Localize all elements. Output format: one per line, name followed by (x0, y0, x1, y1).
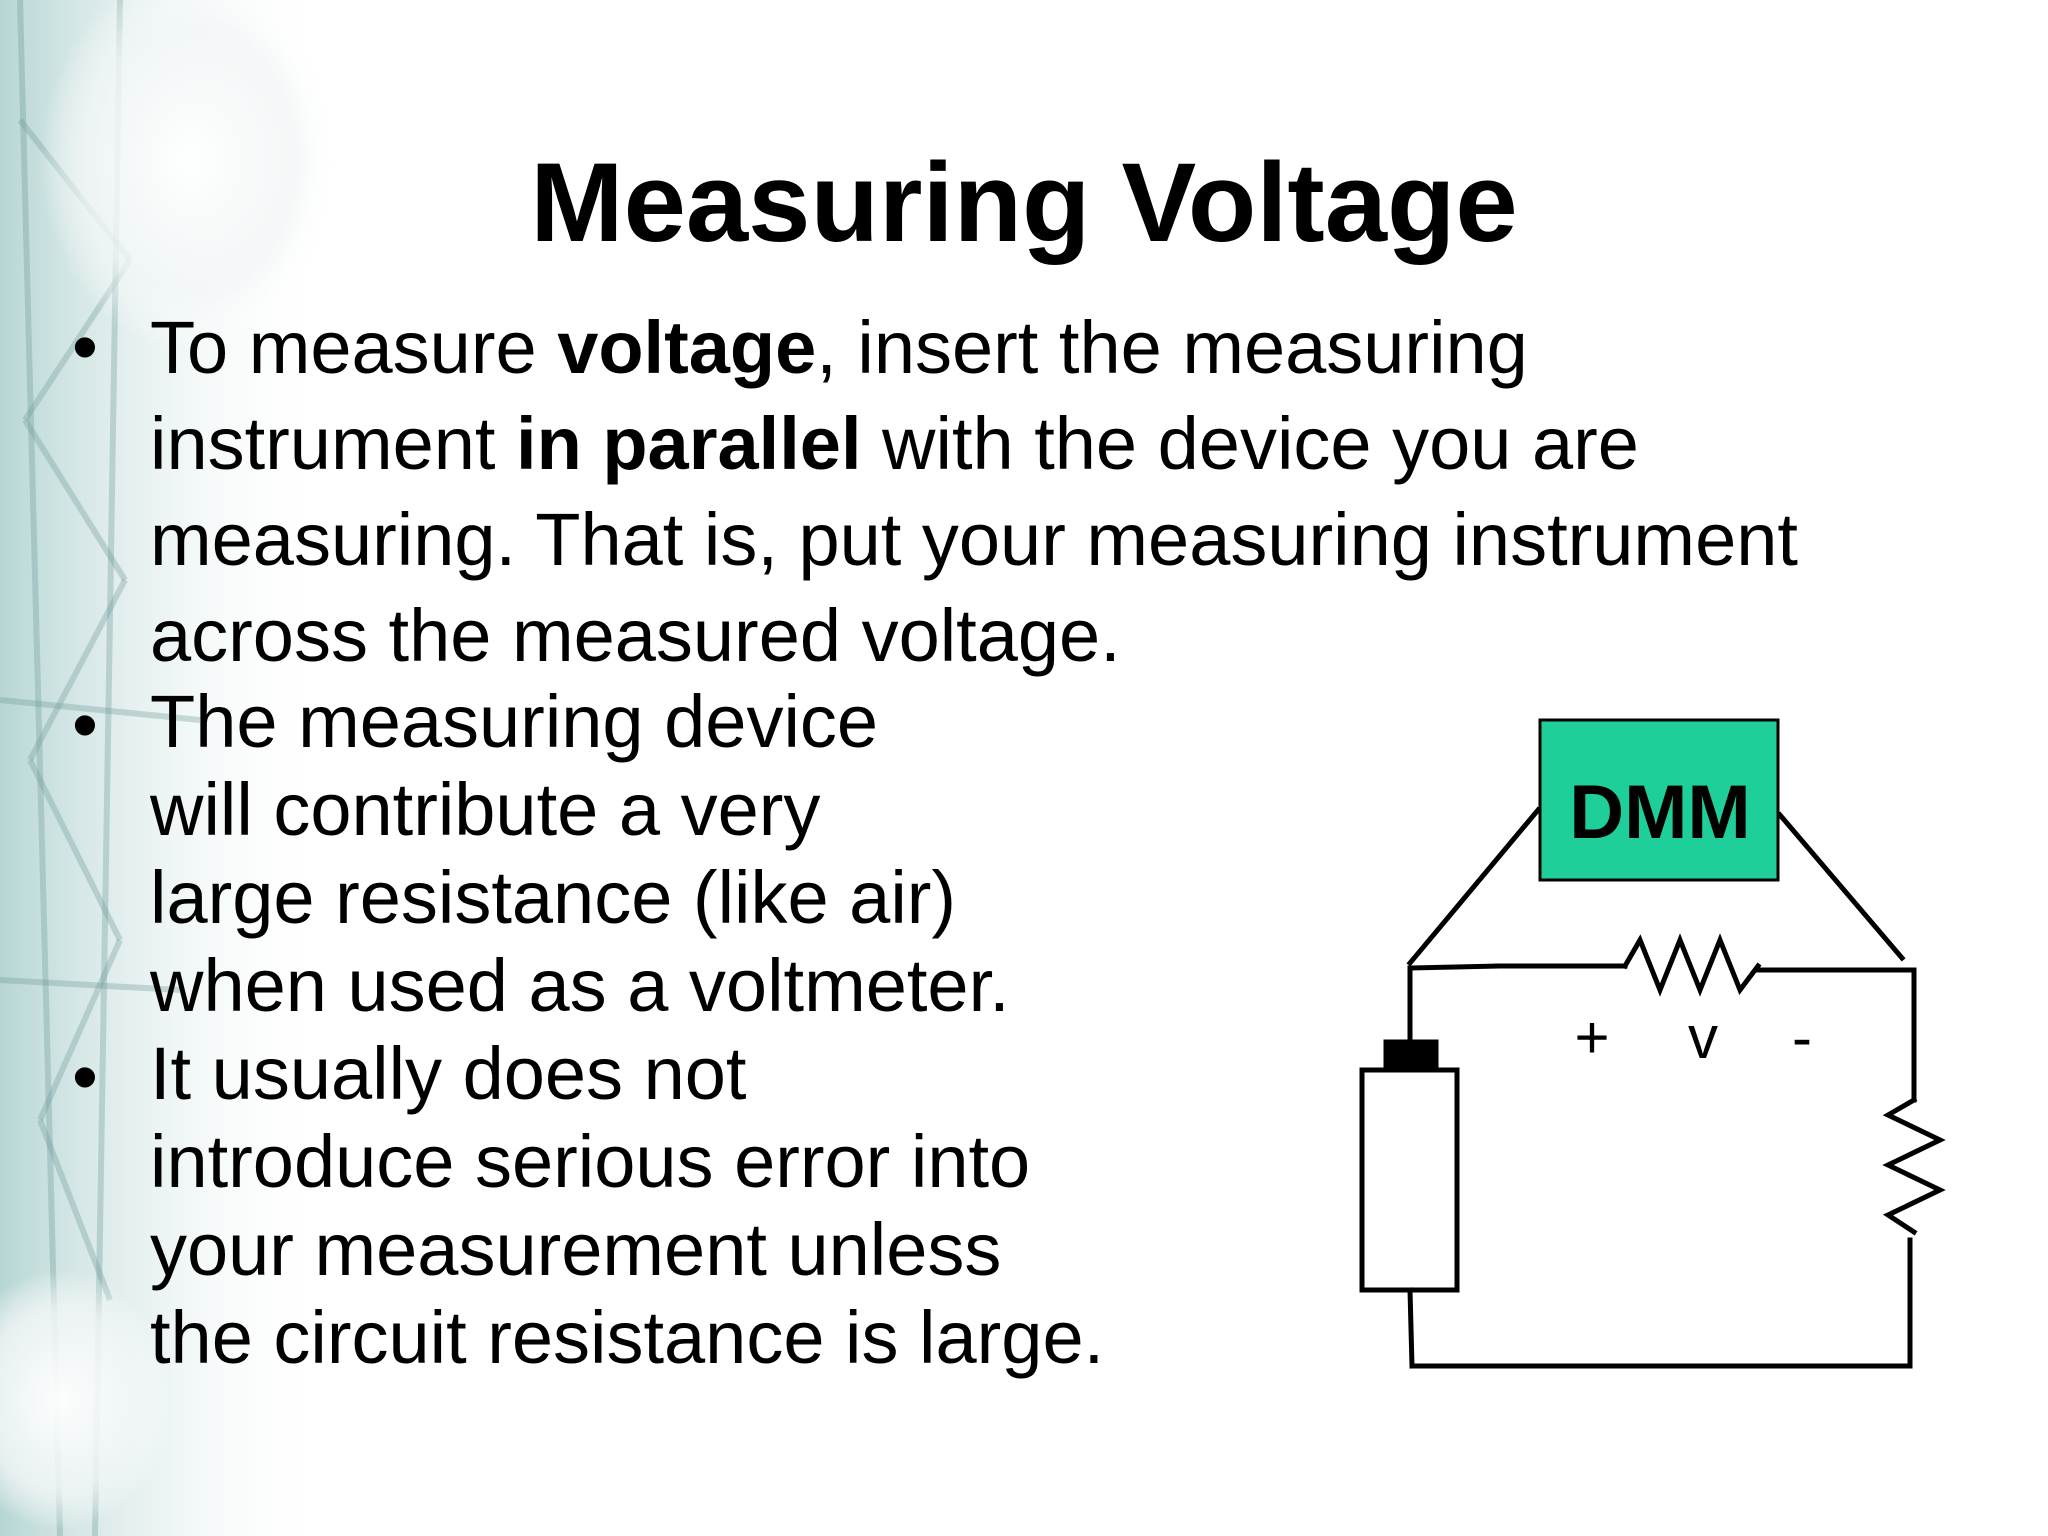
bullet-1-line-4: across the measured voltage. (150, 594, 1121, 677)
wire-top-left (1409, 963, 1500, 971)
bold-term-voltage: voltage (557, 306, 817, 389)
bullet-1-line-2: instrument in parallel with the device y… (150, 396, 2020, 492)
bullet-2-line-4: when used as a voltmeter. (150, 944, 1010, 1027)
bold-term-in-parallel: in parallel (516, 402, 862, 485)
bullet-marker: • (72, 683, 98, 766)
bullet-3-line-3: your measurement unless (150, 1208, 1002, 1291)
dmm-label: DMM (1569, 770, 1751, 855)
bullet-2-line-1: The measuring device (150, 680, 879, 763)
bullet-point-1: To measure voltage, insert the measuring… (150, 300, 2020, 684)
plus-sign: + (1574, 1004, 1609, 1071)
bullet-3-line-2: introduce serious error into (150, 1120, 1031, 1203)
slide-title: Measuring Voltage (530, 140, 1518, 265)
text-run: instrument (150, 402, 517, 485)
text-run: with the device you are (861, 402, 1639, 485)
bullet-marker: • (72, 305, 98, 388)
minus-sign: - (1792, 1004, 1812, 1071)
voltage-label: v (1688, 1004, 1718, 1071)
top-resistor (1621, 933, 1762, 997)
text-run: , insert the measuring (816, 306, 1528, 389)
wire-bottom-left (1407, 1287, 1415, 1369)
dmm-left-lead (1406, 806, 1542, 967)
bullet-point-3: It usually does not introduce serious er… (150, 1030, 1250, 1382)
bullet-3-line-4: the circuit resistance is large. (150, 1296, 1105, 1379)
dmm-meter-box (1538, 718, 1780, 882)
bullet-marker: • (72, 1035, 98, 1118)
bullet-2-line-3: large resistance (like air) (150, 856, 957, 939)
battery-body (1359, 1067, 1460, 1293)
bullet-point-2: The measuring device will contribute a v… (150, 678, 1250, 1030)
text-run: To measure (150, 306, 558, 389)
bullet-1-line-3: measuring. That is, put your measuring i… (150, 498, 1798, 581)
battery-terminal (1383, 1039, 1439, 1073)
load-resistor (1882, 1096, 1946, 1236)
bullet-3-line-1: It usually does not (150, 1032, 747, 1115)
bullet-1-line-1: To measure voltage, insert the measuring (150, 300, 2020, 396)
dmm-right-lead (1776, 811, 1906, 962)
bullet-2-line-2: will contribute a very (150, 768, 821, 851)
